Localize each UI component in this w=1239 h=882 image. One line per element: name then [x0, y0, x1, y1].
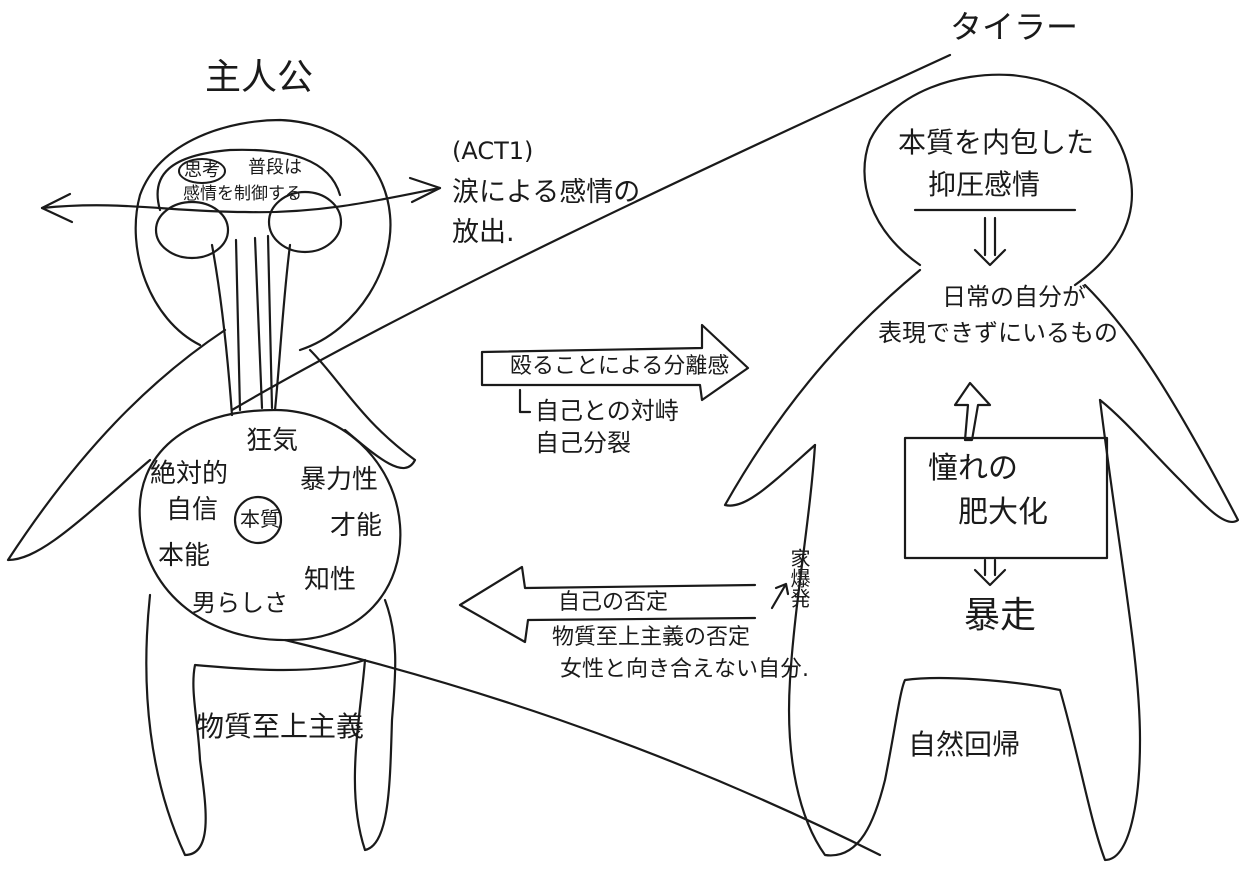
- tyler-box-line-1: 憧れの: [928, 451, 1018, 486]
- protagonist-right-arm: [308, 348, 417, 470]
- tyler-title: タイラー: [950, 8, 1079, 46]
- tyler-head-line-1: 本質を内包した: [898, 126, 1095, 159]
- separation-sub-1: 自己との対峙: [535, 397, 679, 425]
- explosion-small-arrow: [770, 582, 790, 610]
- core-label: 本質: [240, 507, 280, 531]
- separation-arrow: [480, 323, 750, 402]
- right-brain-lobe: [267, 190, 343, 254]
- trait-otoko: 男らしさ: [192, 589, 288, 617]
- trait-boryoku: 暴力性: [300, 465, 379, 495]
- separation-arrow-label: 殴ることによる分離感: [510, 354, 730, 379]
- denial-sub-1: 物質至上主義の否定: [552, 625, 751, 650]
- separation-sub-2: 自己分裂: [535, 429, 631, 457]
- act1-line-1: 涙による感情の: [452, 177, 641, 208]
- trait-kyoki: 狂気: [246, 426, 299, 456]
- denial-arrow: [458, 565, 757, 644]
- neck: [210, 234, 292, 417]
- tyler-body: [787, 398, 1142, 862]
- tyler-head: [863, 73, 1133, 287]
- house-explosion-label: 家爆発: [787, 548, 811, 608]
- brain-dome: [156, 148, 342, 212]
- act1-label: (ACT1): [452, 137, 534, 165]
- brain-line-1: 普段は: [248, 157, 302, 178]
- tyler-runaway: 暴走: [964, 595, 1037, 636]
- trait-chisei: 知性: [304, 565, 357, 595]
- tyler-legs-label: 自然回帰: [908, 728, 1021, 761]
- tyler-right-arm: [1083, 283, 1239, 523]
- longing-box: [903, 436, 1109, 560]
- protagonist-left-arm: [6, 328, 227, 562]
- connector-top: [230, 53, 952, 412]
- tyler-head-line-2: 抑圧感情: [928, 168, 1041, 201]
- act1-line-2: 放出.: [452, 217, 515, 248]
- tyler-box-line-2: 肥大化: [958, 495, 1048, 530]
- tyler-body-line-2: 表現できずにいるもの: [878, 319, 1118, 347]
- trait-zettai-2: 自信: [166, 495, 219, 525]
- protagonist-legs-label: 物質至上主義: [196, 710, 365, 743]
- core-circle: [233, 495, 283, 545]
- protagonist-figure: [6, 118, 442, 857]
- denial-arrow-label: 自己の否定: [558, 590, 669, 615]
- brain-circled-word: 思考: [178, 158, 226, 184]
- emotion-line: [40, 186, 442, 214]
- trait-honnou: 本能: [158, 541, 211, 571]
- brain-line-2: 感情を制御する: [183, 184, 302, 204]
- trait-zettai-1: 絶対的: [150, 459, 229, 489]
- protagonist-head: [134, 118, 392, 352]
- separation-bracket: [518, 388, 532, 414]
- trait-sainou: 才能: [330, 511, 383, 541]
- connector-bottom: [283, 638, 882, 857]
- left-brain-lobe: [154, 200, 230, 260]
- protagonist-legs: [145, 593, 397, 857]
- hollow-up-arrow: [953, 381, 992, 442]
- tyler-left-arm: [723, 268, 922, 507]
- protagonist-torso: [138, 408, 402, 642]
- denial-sub-2: 女性と向き合えない自分.: [560, 657, 809, 682]
- protagonist-title: 主人公: [205, 57, 314, 98]
- tyler-body-line-1: 日常の自分が: [942, 283, 1086, 311]
- tyler-figure: [723, 73, 1239, 862]
